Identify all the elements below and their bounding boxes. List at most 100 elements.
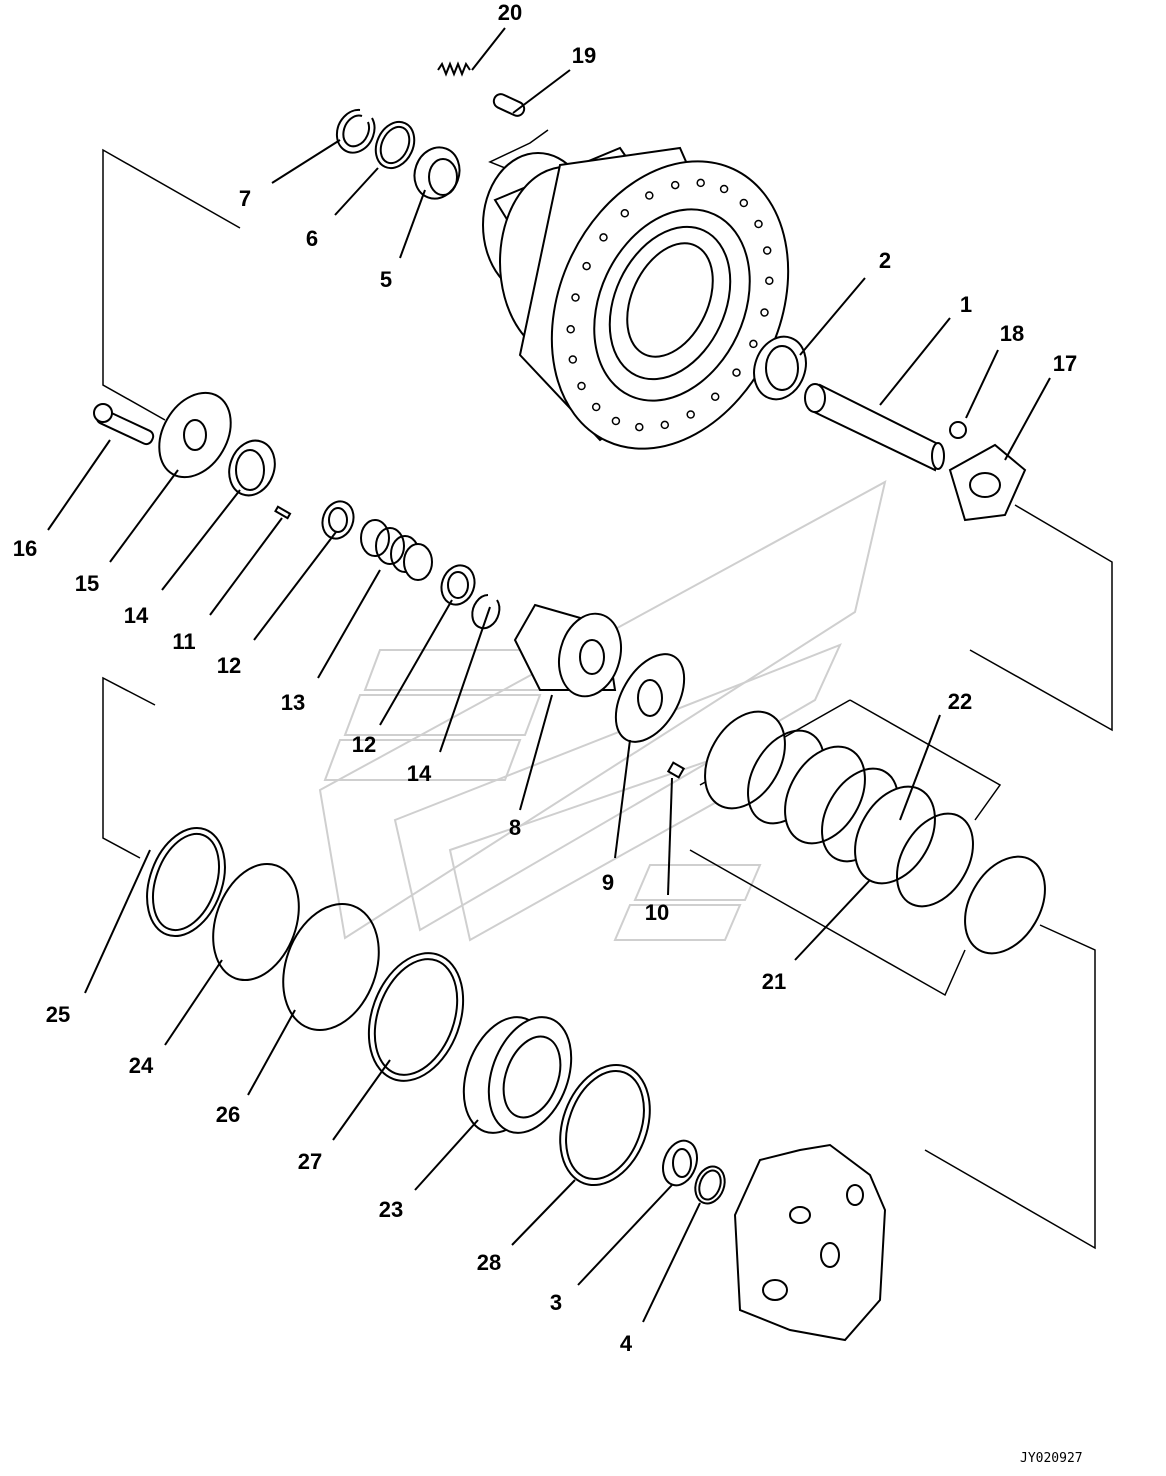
callout-27: 26 bbox=[216, 1102, 240, 1127]
callout-20: 19 bbox=[572, 43, 596, 68]
motor-housing bbox=[482, 146, 790, 450]
bolt-hole bbox=[762, 246, 772, 255]
washer-12b bbox=[440, 564, 476, 606]
leader-line bbox=[379, 599, 453, 726]
leader-line bbox=[512, 69, 571, 114]
bolt-hole bbox=[670, 180, 680, 190]
leader-line bbox=[899, 714, 941, 821]
pin-17 bbox=[93, 403, 155, 446]
leader-line bbox=[209, 517, 283, 616]
bolt-hole bbox=[568, 355, 578, 364]
o-ring-25 bbox=[212, 862, 300, 982]
callout-26: 25 bbox=[46, 1002, 70, 1027]
bolt-hole bbox=[760, 308, 769, 317]
bolt-hole bbox=[739, 198, 749, 208]
leader-line bbox=[642, 1202, 701, 1323]
bearing-3 bbox=[662, 1139, 698, 1187]
callout-12a: 12 bbox=[217, 653, 241, 678]
ball-19 bbox=[949, 421, 967, 439]
bolt-hole bbox=[732, 368, 741, 377]
callout-19: 18 bbox=[1000, 321, 1024, 346]
bolt-hole bbox=[660, 420, 670, 430]
leader-line bbox=[271, 139, 341, 184]
callout-13: 13 bbox=[281, 690, 305, 715]
callout-17: 16 bbox=[13, 536, 37, 561]
callout-10: 10 bbox=[645, 900, 669, 925]
pin-10 bbox=[666, 761, 686, 779]
callout-4: 4 bbox=[620, 1331, 633, 1356]
leader-line bbox=[332, 1059, 391, 1141]
bolt-hole bbox=[765, 276, 774, 285]
ring-4 bbox=[694, 1165, 726, 1205]
bolt-hole bbox=[577, 381, 586, 391]
spring-21 bbox=[437, 61, 471, 77]
leader-line bbox=[161, 489, 241, 591]
plate-18 bbox=[948, 443, 1027, 522]
plates-22-23 bbox=[704, 710, 1046, 955]
leader-line bbox=[799, 277, 866, 356]
bolt-hole bbox=[582, 261, 591, 271]
leader-line bbox=[439, 606, 491, 753]
leader-line bbox=[47, 439, 111, 531]
leader-line bbox=[577, 1184, 673, 1286]
bolt-hole bbox=[571, 293, 580, 302]
bolt-hole bbox=[635, 422, 644, 432]
callout-8: 8 bbox=[509, 815, 521, 840]
callout-28: 27 bbox=[298, 1149, 322, 1174]
leader-line bbox=[164, 959, 223, 1046]
ring-26 bbox=[146, 826, 226, 938]
leader-line bbox=[247, 1009, 296, 1096]
assembly-bracket-lines bbox=[102, 129, 1113, 1250]
leader-line bbox=[519, 694, 553, 811]
callout-21: 20 bbox=[498, 0, 522, 25]
callout-labels: 20 19 7 6 5 2 1 18 17 16 15 14 11 12 13 … bbox=[13, 0, 1077, 1356]
bolt-hole bbox=[620, 209, 630, 218]
callout-6: 6 bbox=[306, 226, 318, 251]
callout-15: 14 bbox=[124, 603, 149, 628]
pin-11 bbox=[274, 505, 292, 520]
ring-28 bbox=[367, 952, 465, 1082]
bolt-hole bbox=[696, 178, 705, 188]
leader-line bbox=[879, 317, 951, 406]
bolt-hole bbox=[591, 402, 601, 412]
leader-line bbox=[511, 1179, 576, 1246]
bolt-hole bbox=[611, 416, 621, 426]
callout-14: 14 bbox=[407, 761, 432, 786]
callout-2: 2 bbox=[879, 248, 891, 273]
ring-15 bbox=[228, 439, 276, 497]
leader-line bbox=[794, 879, 871, 961]
bolt-hole bbox=[754, 219, 763, 229]
diagram-code: JY020927 bbox=[1020, 1451, 1083, 1466]
leader-line bbox=[414, 1119, 479, 1191]
callout-3: 3 bbox=[550, 1290, 562, 1315]
callout-1: 1 bbox=[960, 292, 972, 317]
spring-13 bbox=[360, 519, 433, 581]
leader-line bbox=[109, 469, 179, 563]
bearing-2 bbox=[753, 335, 807, 401]
leader-line bbox=[84, 849, 151, 994]
leader-line bbox=[614, 739, 631, 859]
callout-7: 7 bbox=[239, 186, 251, 211]
callout-11: 11 bbox=[172, 629, 195, 654]
valve-body bbox=[733, 1143, 887, 1342]
pin-20 bbox=[492, 93, 526, 117]
snap-ring-14 bbox=[471, 594, 501, 630]
leader-line bbox=[399, 189, 426, 259]
callout-16: 15 bbox=[75, 571, 99, 596]
bolt-hole bbox=[566, 325, 575, 334]
cylinder-block-8 bbox=[513, 603, 622, 698]
leader-line bbox=[965, 349, 999, 419]
ring-6 bbox=[374, 120, 416, 170]
callout-29: 28 bbox=[477, 1250, 501, 1275]
bolt-hole bbox=[749, 339, 758, 349]
washer-12a bbox=[321, 500, 355, 540]
callout-25: 24 bbox=[129, 1053, 154, 1078]
leader-lines bbox=[47, 27, 1051, 1323]
plate-16 bbox=[158, 391, 232, 479]
piston-24 bbox=[462, 1016, 573, 1134]
shaft-1 bbox=[804, 383, 945, 472]
snap-ring-7 bbox=[335, 108, 376, 154]
leader-line bbox=[667, 777, 673, 896]
leader-line bbox=[317, 569, 381, 679]
